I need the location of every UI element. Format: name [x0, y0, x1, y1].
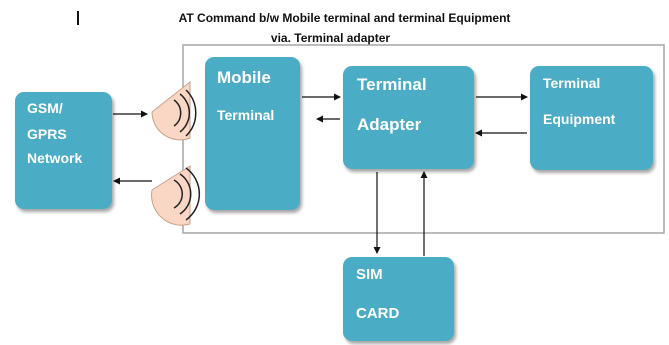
antenna-icon-bottom — [151, 165, 201, 226]
mobile-label-line2: Terminal — [217, 107, 275, 123]
gsm-network-node: GSM/ GPRS Network — [15, 92, 112, 209]
terminal-adapter-node: Terminal Adapter — [343, 66, 474, 169]
mobile-label-line1: Mobile — [217, 68, 271, 87]
gsm-label-line2: GPRS — [27, 126, 67, 142]
adapter-label-line2: Adapter — [357, 115, 422, 134]
adapter-label-line1: Terminal — [357, 75, 427, 94]
mobile-terminal-node: Mobile Terminal — [205, 57, 300, 210]
sim-card-node: SIM CARD — [343, 257, 454, 341]
diagram-subtitle: via. Terminal adapter — [270, 31, 391, 45]
text-cursor — [77, 11, 79, 25]
terminal-equipment-node: Terminal Equipment — [530, 66, 653, 170]
sim-label-line2: CARD — [356, 305, 400, 322]
sim-label-line1: SIM — [356, 266, 383, 283]
equipment-label-line2: Equipment — [543, 111, 616, 127]
gsm-label-line3: Network — [27, 150, 83, 166]
gsm-label-line1: GSM/ — [27, 100, 63, 116]
antenna-icon-top — [151, 80, 197, 141]
diagram-title: AT Command b/w Mobile terminal and termi… — [178, 11, 511, 25]
equipment-label-line1: Terminal — [543, 75, 601, 91]
